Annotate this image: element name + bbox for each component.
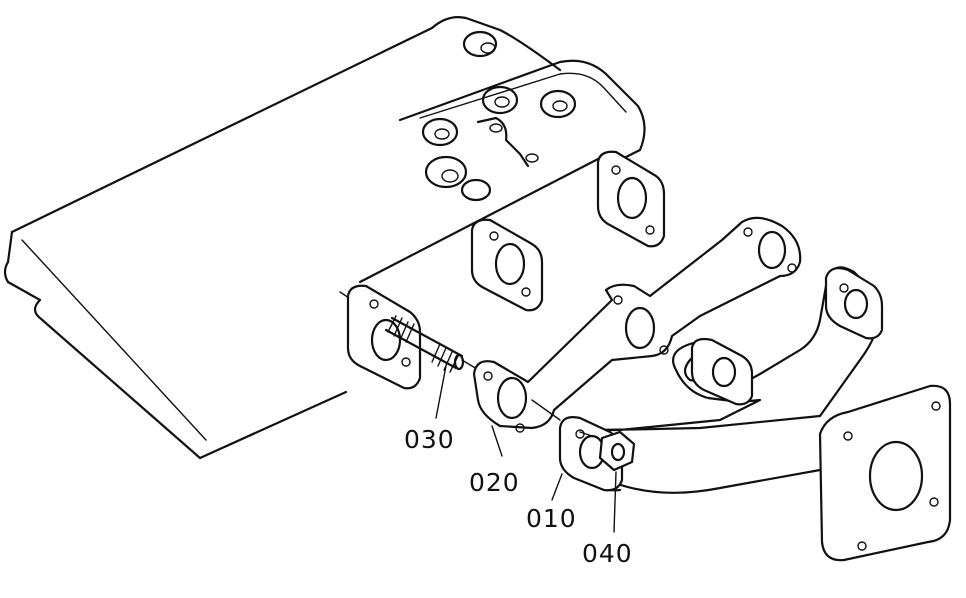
callout-020: 020 bbox=[469, 468, 520, 497]
nut-040 bbox=[579, 430, 636, 472]
cylinder-head bbox=[3, 16, 646, 460]
callout-010: 010 bbox=[526, 504, 577, 533]
head-bolt-bosses bbox=[421, 30, 577, 202]
gasket-020 bbox=[472, 216, 802, 433]
exhaust-manifold-010 bbox=[558, 266, 952, 562]
callout-030: 030 bbox=[404, 425, 455, 454]
stud-bolt-030 bbox=[384, 315, 483, 373]
leader-lines bbox=[435, 365, 617, 533]
callout-040: 040 bbox=[582, 539, 633, 568]
